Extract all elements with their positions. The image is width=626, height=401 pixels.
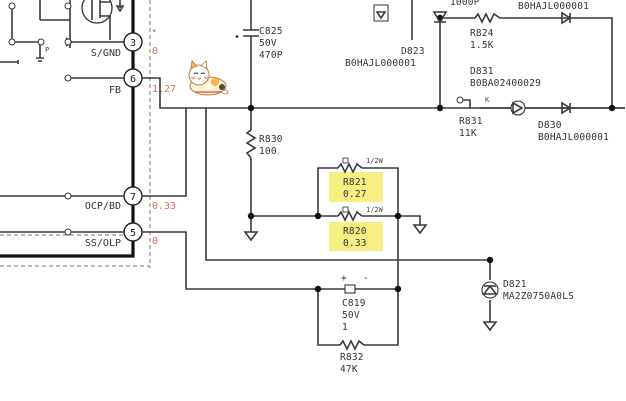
ground-symbol-d821: [482, 321, 498, 332]
c825-ref: C825: [259, 26, 283, 37]
lucky-cat-icon: [188, 60, 229, 96]
c819-voltage: 50V: [342, 310, 360, 321]
r832-ref: R832: [340, 352, 364, 363]
diode-d823: D823 B0HAJL000001: [345, 11, 448, 69]
top-ground-symbol: [373, 4, 389, 22]
d830-part: B0HAJL000001: [538, 132, 609, 143]
r820-rating: 1/2W: [366, 206, 384, 214]
ic-block: P 3 S/GND 0 * 6 FB 1.27: [0, 0, 176, 268]
r821-value: 0.27: [343, 189, 367, 200]
diode-d830: D830 B0HAJL000001: [510, 100, 609, 143]
c825-value: 470P: [259, 50, 283, 61]
r831-ref: R831: [459, 116, 483, 127]
ic-internal-mosfet: P: [0, 0, 125, 64]
pin-3-voltage: 0: [152, 46, 158, 57]
r830-ref: R830: [259, 134, 283, 145]
capacitor-c819: + - C819 50V 1: [338, 273, 369, 333]
d831-ref: D831: [470, 66, 494, 77]
c819-plus: +: [341, 273, 347, 284]
r824-value: 1.5K: [470, 40, 494, 51]
d823-ref: D823: [401, 46, 425, 57]
resistor-r831: K R831 11K: [456, 96, 490, 139]
d821-ref: D821: [503, 279, 527, 290]
r824-ref: R824: [470, 28, 494, 39]
d823-part: B0HAJL000001: [345, 58, 416, 69]
r821-rating: 1/2W: [366, 157, 384, 165]
ic-pin-7: 7 OCP/BD 0.33: [85, 186, 176, 212]
resistor-r832: R832 47K: [339, 339, 365, 375]
pin-5-voltage: 0: [152, 236, 158, 247]
pin-3-star: *: [152, 28, 156, 36]
pin-3-name: S/GND: [91, 48, 121, 59]
r821-highlight: [329, 172, 383, 202]
r830-value: 100: [259, 146, 277, 157]
r820-ref: R820: [343, 226, 367, 237]
wiring: [142, 0, 625, 346]
pin-6-number: 6: [130, 74, 136, 85]
pin-6-name: FB: [109, 85, 121, 96]
r820-value: 0.33: [343, 238, 367, 249]
resistor-r830: R830 100: [245, 129, 283, 159]
top-right-part: B0HAJL000001: [518, 1, 589, 12]
ground-symbol-left: [243, 231, 259, 242]
ground-symbol-r820: [412, 224, 428, 235]
diode-top-right: B0HAJL000001: [518, 1, 589, 25]
diode-d831: D831 B0BA02400029: [470, 66, 541, 89]
pin-3-number: 3: [130, 38, 136, 49]
top-cap-value: 1000P: [450, 0, 480, 8]
r832-value: 47K: [340, 364, 358, 375]
d830-ref: D830: [538, 120, 562, 131]
c825-voltage: 50V: [259, 38, 277, 49]
c819-minus: -: [363, 273, 369, 284]
ic-pin-5: 5 SS/OLP 0: [85, 222, 158, 249]
pin-7-voltage: 0.33: [152, 201, 176, 212]
d821-part: MA2Z0750A0LS: [503, 291, 574, 302]
junction-dots: [247, 14, 616, 293]
ic-pin-6: 6 FB 1.27: [109, 68, 176, 96]
d831-part: B0BA02400029: [470, 78, 541, 89]
small-mark-label: P: [45, 46, 49, 54]
pin-5-number: 5: [130, 228, 136, 239]
pin-7-name: OCP/BD: [85, 201, 121, 212]
r820-highlight: [329, 222, 383, 251]
diode-d821: D821 MA2Z0750A0LS: [481, 279, 574, 302]
ic-pin-leads: [0, 38, 124, 236]
resistor-r820: 1/2W R820 0.33: [337, 206, 384, 249]
r821-ref: R821: [343, 177, 367, 188]
resistor-r824: R824 1.5K: [470, 12, 501, 51]
resistor-r821: 1/2W R821 0.27: [337, 157, 384, 200]
pin-6-voltage: 1.27: [152, 84, 176, 95]
c819-ref: C819: [342, 298, 366, 309]
ic-pin-3: 3 S/GND 0 *: [91, 28, 158, 59]
r831-value: 11K: [459, 128, 477, 139]
capacitor-c825: • C825 50V 470P: [234, 26, 283, 61]
pin-5-name: SS/OLP: [85, 238, 121, 249]
c825-plus: •: [234, 32, 240, 43]
q-mark: K: [485, 96, 490, 104]
pin-7-number: 7: [130, 192, 136, 203]
c819-value: 1: [342, 322, 348, 333]
